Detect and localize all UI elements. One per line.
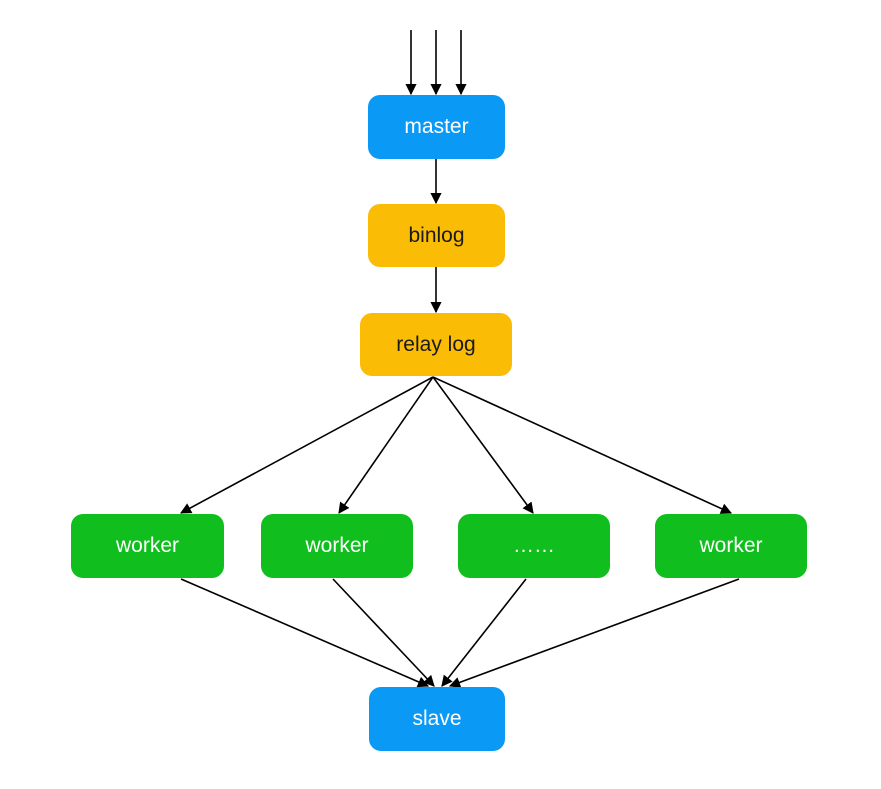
worker-node-1: worker [71, 514, 224, 578]
relay-log-node-label: relay log [396, 332, 476, 356]
slave-node-label: slave [412, 707, 462, 730]
binlog-node: binlog [368, 204, 505, 267]
worker-node-2: worker [261, 514, 413, 578]
edge-relay-worker-2 [338, 376, 434, 514]
slave-node: slave [369, 687, 505, 751]
edge-worker-4-slave [448, 578, 740, 688]
worker-node-4-label: worker [699, 534, 763, 557]
edge-relay-worker-1 [180, 376, 434, 514]
worker-node-1-label: worker [115, 534, 179, 557]
worker-node-2-label: worker [305, 534, 369, 557]
edge-worker-1-slave [180, 578, 430, 688]
master-node: master [368, 95, 505, 159]
edge-relay-worker-4 [432, 376, 733, 514]
worker-node-ellipsis-label: …… [513, 534, 555, 557]
binlog-node-label: binlog [408, 223, 465, 247]
edge-relay-worker-ellipsis [432, 376, 534, 514]
master-node-label: master [404, 115, 469, 138]
worker-node-ellipsis: …… [458, 514, 610, 578]
worker-node-4: worker [655, 514, 807, 578]
edge-worker-ellipsis-slave [441, 578, 527, 687]
relay-log-node: relay log [360, 313, 512, 376]
edge-worker-2-slave [332, 578, 435, 687]
